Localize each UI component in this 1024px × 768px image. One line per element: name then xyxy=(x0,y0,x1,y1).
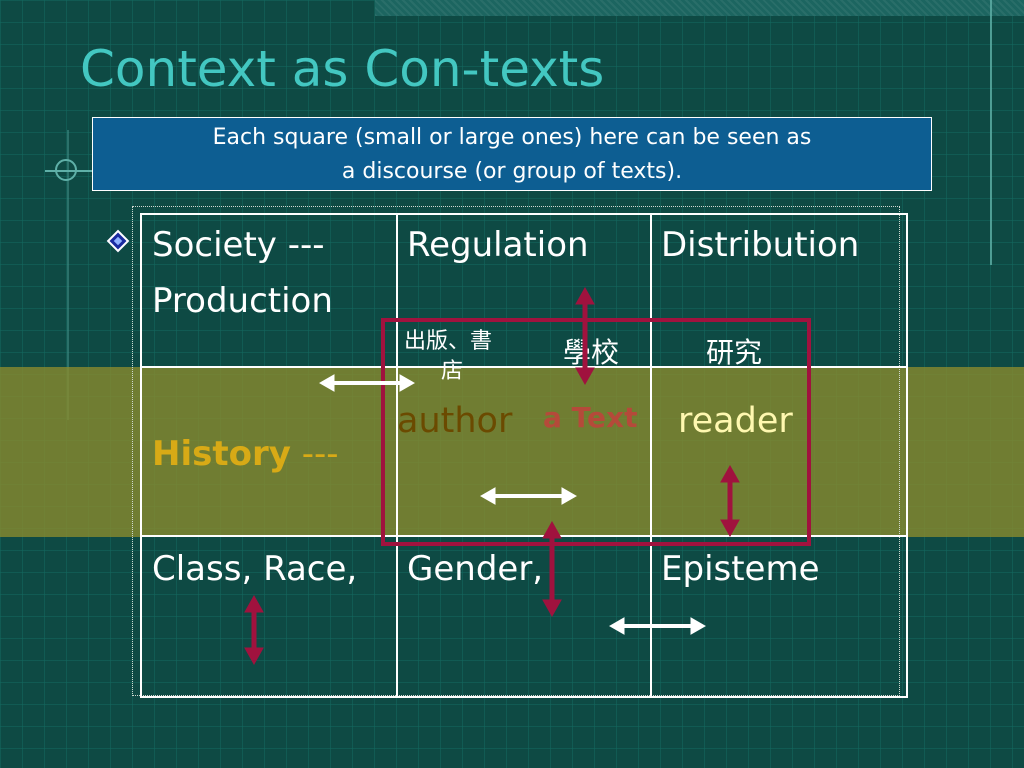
reader-label: reader xyxy=(678,401,793,441)
grid-divider-horizontal-1 xyxy=(140,366,908,368)
cell-gender: Gender, xyxy=(407,549,544,589)
history-label: History --- xyxy=(152,434,339,474)
cjk-publishing-label: 出版、書 xyxy=(404,329,493,354)
decorative-left-line xyxy=(67,130,69,420)
cjk-publishing-label-2: 店 xyxy=(441,359,464,384)
author-label: author xyxy=(397,401,513,441)
cjk-research-label: 研究 xyxy=(706,336,763,369)
slide-title: Context as Con-texts xyxy=(80,40,605,98)
grid-divider-vertical-2 xyxy=(650,213,652,698)
cjk-school-label: 學校 xyxy=(563,336,620,369)
history-text: History xyxy=(152,434,291,474)
cell-society: Society --- xyxy=(152,225,325,265)
callout-line-1: Each square (small or large ones) here c… xyxy=(212,125,812,150)
double-arrow-vertical-icon xyxy=(244,594,264,666)
cell-episteme: Episteme xyxy=(661,549,820,589)
table-dotted-outline xyxy=(132,206,900,696)
discourse-grid xyxy=(140,213,908,698)
decorative-vertical-line xyxy=(990,0,992,265)
grid-divider-horizontal-2 xyxy=(140,535,908,537)
decorative-crosshair-circle-icon xyxy=(55,159,77,181)
top-decorative-band xyxy=(375,0,1024,16)
double-arrow-vertical-icon xyxy=(575,286,595,386)
double-arrow-horizontal-icon xyxy=(608,617,707,635)
history-dash: --- xyxy=(290,434,339,474)
double-arrow-horizontal-icon xyxy=(318,374,416,392)
a-text-label: a Text xyxy=(543,401,638,434)
cell-regulation: Regulation xyxy=(407,225,589,265)
double-arrow-horizontal-icon xyxy=(479,487,578,505)
text-context-frame xyxy=(381,318,811,546)
grid-divider-vertical-1 xyxy=(396,213,398,698)
history-band xyxy=(0,367,1024,537)
cell-distribution: Distribution xyxy=(661,225,860,265)
double-arrow-vertical-icon xyxy=(720,464,740,538)
double-arrow-vertical-icon xyxy=(542,520,562,618)
callout-box: Each square (small or large ones) here c… xyxy=(92,117,932,191)
callout-line-2: a discourse (or group of texts). xyxy=(341,159,683,184)
cell-production: Production xyxy=(152,281,333,321)
cell-class-race: Class, Race, xyxy=(152,549,358,589)
